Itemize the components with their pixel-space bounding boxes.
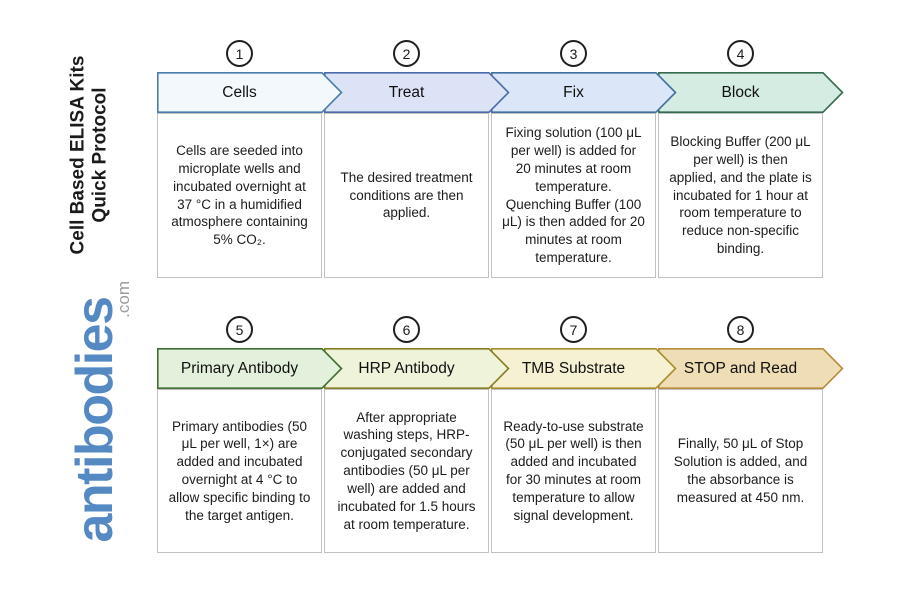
step-circle: 2 [393,40,420,67]
step-circle: 3 [560,40,587,67]
brand-logo: antibodies .com [66,281,133,555]
step-banner: Fix [491,72,677,113]
protocol-row-2: 5 Primary Antibody Primary antibodies (5… [157,316,844,553]
step-description: Finally, 50 μL of Stop Solution is added… [658,389,823,553]
step-description: After appropriate washing steps, HRP-con… [324,389,489,553]
step-description: Primary antibodies (50 μL per well, 1×) … [157,389,322,553]
step-banner: Primary Antibody [157,348,343,389]
step-number: 6 [402,321,411,338]
step-description: Cells are seeded into microplate wells a… [157,113,322,278]
step-banner: Cells [157,72,343,113]
step-label: Block [721,83,760,101]
step-circle: 7 [560,316,587,343]
step-description: Fixing solution (100 μL per well) is add… [491,113,656,278]
step-number: 2 [402,45,411,62]
step-number: 7 [569,321,578,338]
banner-arrow-shape [157,72,343,113]
step-circle: 1 [226,40,253,67]
step-number: 3 [569,45,578,62]
step-column-4: 4 Block Blocking Buffer (200 μL per well… [658,40,844,278]
step-number: 5 [235,321,244,338]
step-banner: Treat [324,72,510,113]
step-column-2: 2 Treat The desired treatment conditions… [324,40,510,278]
step-column-3: 3 Fix Fixing solution (100 μL per well) … [491,40,677,278]
step-circle: 5 [226,316,253,343]
brand-logo-suffix: .com [114,281,133,318]
step-column-8: 8 STOP and Read Finally, 50 μL of Stop S… [658,316,844,553]
step-banner: STOP and Read [658,348,844,389]
step-label: Primary Antibody [180,359,299,377]
step-banner: HRP Antibody [324,348,510,389]
step-column-7: 7 TMB Substrate Ready-to-use substrate (… [491,316,677,553]
step-description: The desired treatment conditions are the… [324,113,489,278]
step-number: 4 [736,45,745,62]
brand-logo-text: antibodies [66,297,124,543]
protocol-row-1: 1 Cells Cells are seeded into microplate… [157,40,844,278]
protocol-title-line1: Cell Based ELISA Kits [67,55,89,255]
step-label: STOP and Read [683,359,798,377]
step-label: HRP Antibody [358,359,455,377]
step-label: Treat [388,83,425,101]
step-circle: 8 [727,316,754,343]
step-label: Cells [222,83,257,101]
protocol-title: Cell Based ELISA Kits Quick Protocol [68,48,112,263]
step-banner: Block [658,72,844,113]
step-column-1: 1 Cells Cells are seeded into microplate… [157,40,343,278]
step-label: TMB Substrate [521,359,626,377]
step-banner: TMB Substrate [491,348,677,389]
step-number: 8 [736,321,745,338]
step-circle: 4 [727,40,754,67]
step-column-6: 6 HRP Antibody After appropriate washing… [324,316,510,553]
banner-arrow-shape [157,348,343,389]
step-number: 1 [235,45,244,62]
step-description: Blocking Buffer (200 μL per well) is the… [658,113,823,278]
step-circle: 6 [393,316,420,343]
step-description: Ready-to-use substrate (50 μL per well) … [491,389,656,553]
step-label: Fix [563,83,584,101]
step-column-5: 5 Primary Antibody Primary antibodies (5… [157,316,343,553]
protocol-title-line2: Quick Protocol [89,87,111,223]
